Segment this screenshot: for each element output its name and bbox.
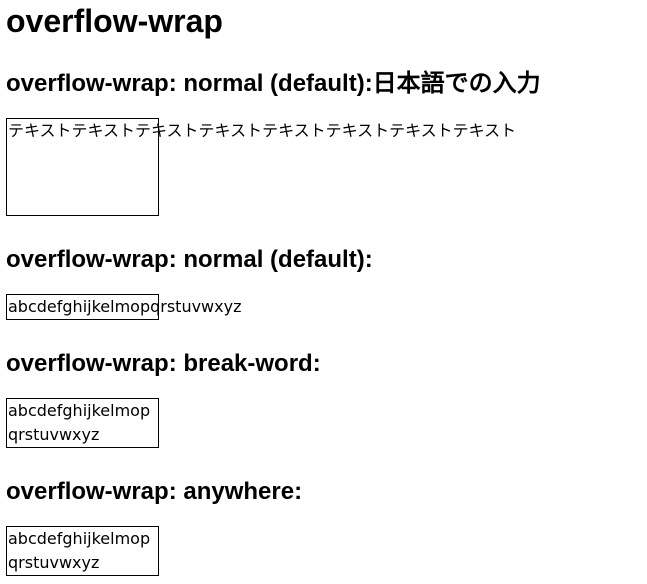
section-heading-break-word: overflow-wrap: break-word: [6,350,321,377]
demo-box-anywhere: abcdefghijkelmopqrstuvwxyz [6,526,159,576]
section-heading-normal-latin: overflow-wrap: normal (default): [6,246,373,273]
section-normal-latin: overflow-wrap: normal (default): abcdefg… [6,246,647,320]
section-heading-normal-japanese: overflow-wrap: normal (default):日本語での入力 [6,70,541,97]
page-title: overflow-wrap [6,3,223,39]
section-heading-anywhere: overflow-wrap: anywhere: [6,478,303,505]
demo-box-normal-latin: abcdefghijkelmopqrstuvwxyz [6,294,241,320]
section-normal-japanese: overflow-wrap: normal (default):日本語での入力 … [6,70,647,216]
demo-box-normal-japanese: テキストテキストテキストテキストテキストテキストテキストテキスト [6,118,516,216]
demo-box-break-word: abcdefghijkelmopqrstuvwxyz [6,398,159,448]
section-anywhere: overflow-wrap: anywhere: abcdefghijkelmo… [6,478,647,576]
section-break-word: overflow-wrap: break-word: abcdefghijkel… [6,350,647,448]
